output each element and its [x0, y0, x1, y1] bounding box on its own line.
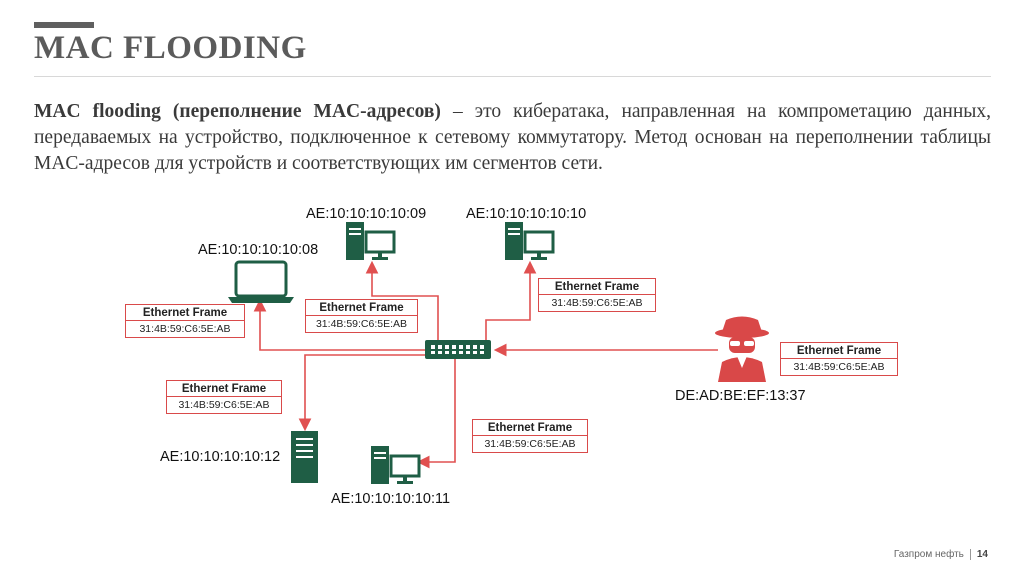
desktop-pc-icon: [371, 446, 421, 484]
laptop-icon: [228, 260, 294, 303]
footer: Газпром нефть 14: [893, 548, 988, 560]
arrow-switch-to-pc09: [365, 260, 439, 342]
label-pc09-mac: AE:10:10:10:10:09: [306, 206, 427, 222]
footer-company: Газпром нефть: [893, 549, 964, 560]
frame-arrows: [253, 260, 718, 469]
intro-text: – это кибератака, направленная на компро…: [34, 101, 991, 174]
frame-mac: 31:4B:59:C6:5E:AB: [551, 297, 643, 309]
ethernet-frame-server12: Ethernet Frame 31:4B:59:C6:5E:AB: [166, 380, 282, 414]
page-number: 14: [976, 549, 988, 560]
ethernet-frame-pc11: Ethernet Frame 31:4B:59:C6:5E:AB: [472, 419, 588, 453]
title-divider: [34, 76, 991, 77]
arrow-switch-to-server12: [298, 354, 425, 432]
frame-title: Ethernet Frame: [473, 420, 587, 436]
frame-mac: 31:4B:59:C6:5E:AB: [484, 438, 576, 450]
frame-title: Ethernet Frame: [126, 305, 244, 321]
attacker-icon: [715, 316, 769, 382]
ethernet-frame-pc09: Ethernet Frame 31:4B:59:C6:5E:AB: [305, 299, 418, 333]
frame-title: Ethernet Frame: [306, 300, 417, 316]
label-server12-mac: AE:10:10:10:10:12: [160, 449, 281, 465]
ethernet-frame-laptop: Ethernet Frame 31:4B:59:C6:5E:AB: [125, 304, 245, 338]
server-icon: [291, 431, 318, 483]
label-pc11-mac: AE:10:10:10:10:11: [331, 491, 451, 507]
arrow-switch-to-pc11: [416, 359, 456, 469]
switch-icon: [425, 340, 491, 359]
arrow-switch-to-pc10: [485, 260, 537, 342]
frame-title: Ethernet Frame: [781, 343, 897, 359]
frame-mac: 31:4B:59:C6:5E:AB: [793, 361, 885, 373]
title-accent-bar: [34, 22, 94, 28]
frame-mac: 31:4B:59:C6:5E:AB: [139, 323, 231, 335]
frame-title: Ethernet Frame: [167, 381, 281, 397]
desktop-pc-icon: [505, 222, 555, 260]
label-attacker-mac: DE:AD:BE:EF:13:37: [675, 388, 806, 404]
footer-separator: [969, 548, 971, 560]
intro-term: MAC flooding (переполнение MAC-адресов): [34, 101, 441, 122]
label-pc10-mac: AE:10:10:10:10:10: [466, 206, 587, 222]
frame-mac: 31:4B:59:C6:5E:AB: [178, 399, 270, 411]
frame-title: Ethernet Frame: [539, 279, 655, 295]
arrow-switch-to-laptop: [253, 298, 425, 351]
ethernet-frame-pc10: Ethernet Frame 31:4B:59:C6:5E:AB: [538, 278, 656, 312]
label-laptop-mac: AE:10:10:10:10:08: [198, 242, 319, 258]
desktop-pc-icon: [346, 222, 396, 260]
ethernet-frame-attacker: Ethernet Frame 31:4B:59:C6:5E:AB: [780, 342, 898, 376]
page-title: MAC FLOODING: [34, 30, 307, 66]
intro-paragraph: MAC flooding (переполнение MAC-адресов) …: [34, 99, 991, 177]
frame-mac: 31:4B:59:C6:5E:AB: [315, 318, 408, 330]
